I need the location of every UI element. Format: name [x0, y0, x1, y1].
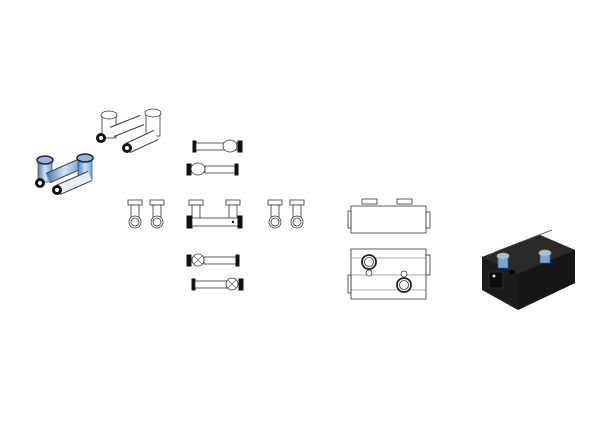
- front-view-assembly: [186, 199, 243, 229]
- block-front-view: [347, 198, 431, 234]
- blue-fitting-icon: [496, 252, 510, 269]
- side-view-valve-right-2: [289, 199, 305, 229]
- top-view-pipe-1: [192, 139, 243, 153]
- bottom-view-pipe-2: [191, 277, 244, 291]
- iso-outline-valve-assembly: [96, 108, 162, 153]
- block-iso-view: [482, 229, 575, 310]
- bottom-view-pipe-1: [186, 253, 240, 267]
- blue-fitting-icon: [538, 249, 552, 264]
- iso-colored-valve-assembly: [35, 153, 94, 196]
- side-view-valve-left-2: [149, 199, 165, 229]
- side-view-valve-right-1: [267, 199, 283, 229]
- side-view-valve-left-1: [127, 199, 143, 229]
- block-top-view: [347, 248, 431, 300]
- top-view-pipe-2: [186, 162, 239, 176]
